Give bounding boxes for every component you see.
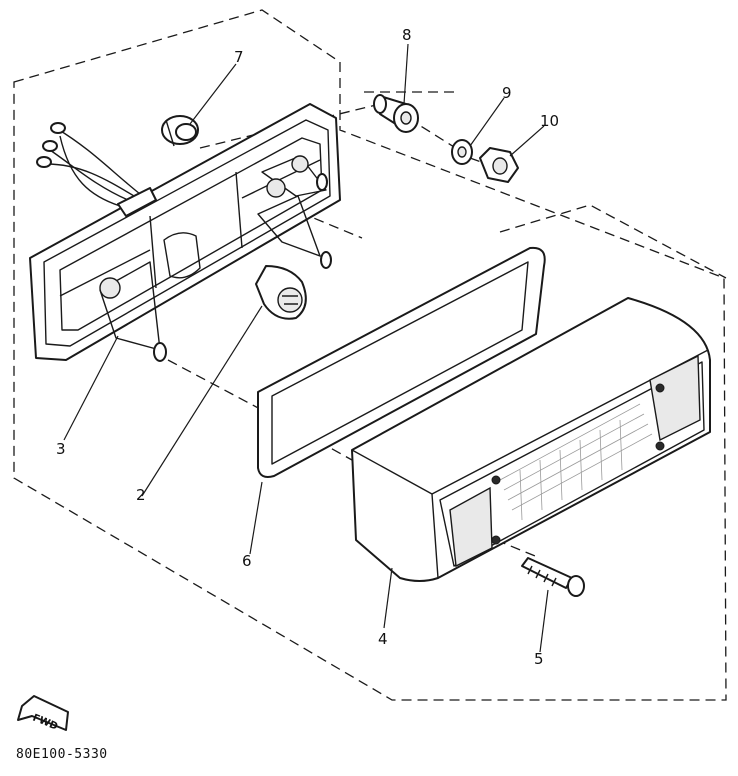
lamp-housing xyxy=(29,103,341,362)
screw xyxy=(521,557,585,597)
wiring-harness xyxy=(36,122,157,217)
callout-4: 4 xyxy=(378,630,388,648)
callout-5: 5 xyxy=(534,650,544,668)
collar xyxy=(373,94,419,133)
assembly-boundary xyxy=(13,9,727,701)
drawing-code: 80E100-5330 xyxy=(16,747,108,762)
bulb xyxy=(255,265,307,320)
nut xyxy=(479,147,519,183)
leader-lines xyxy=(63,43,549,653)
callout-7: 7 xyxy=(234,48,244,66)
callout-2: 2 xyxy=(136,486,146,504)
lens xyxy=(351,297,711,582)
callout-9: 9 xyxy=(502,84,512,102)
callout-10: 10 xyxy=(540,112,559,130)
washer xyxy=(451,139,473,165)
grommet xyxy=(161,115,199,147)
callout-8: 8 xyxy=(402,26,412,44)
callout-3: 3 xyxy=(56,440,66,458)
gasket xyxy=(257,246,546,478)
forward-arrow-icon: FWD xyxy=(17,695,69,733)
callout-6: 6 xyxy=(242,552,252,570)
callout-labels: 2 3 4 5 6 7 8 9 10 xyxy=(56,26,559,668)
